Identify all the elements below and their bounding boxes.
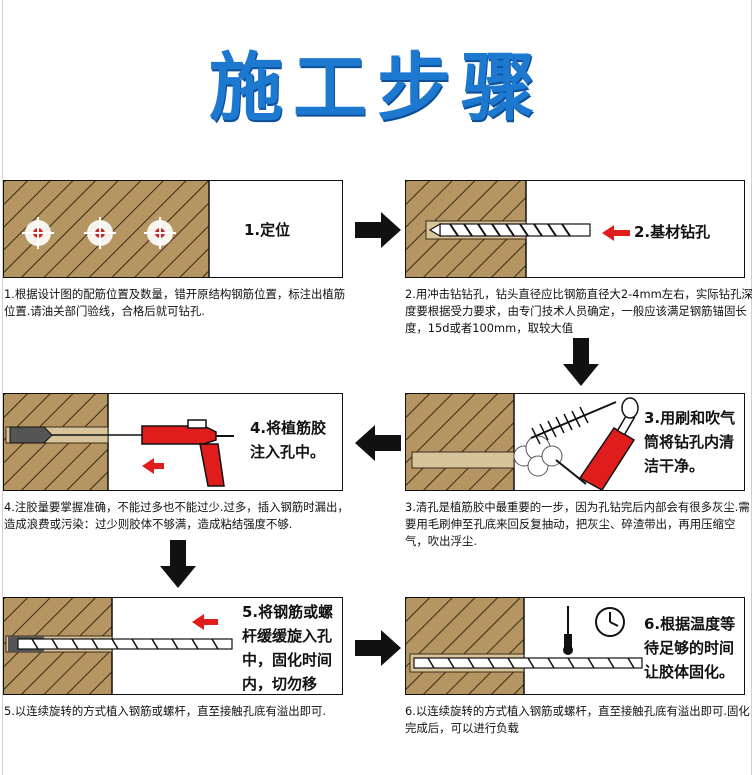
dust-cloud-icon: [513, 435, 563, 477]
step-6-label: 6.根据温度等待足够的时间让胶体固化。: [644, 615, 736, 681]
step-5-panel: 5.将钢筋或螺杆缓缓旋入孔中，固化时间内，切勿移动。: [3, 597, 343, 695]
arrow-down-icon: [160, 540, 196, 588]
step-1-panel: 1.定位: [3, 180, 343, 278]
step-2-panel: 2.基材钻孔: [405, 180, 745, 278]
step-3-illustration: [406, 394, 639, 490]
step-2-label: 2.基材钻孔: [634, 223, 711, 241]
marker-icon: [84, 217, 116, 249]
step-2-illustration: [406, 181, 630, 277]
direction-arrow-icon: [142, 458, 164, 474]
step-3-panel: 3.用刷和吹气筒将钻孔内清洁干净。: [405, 393, 745, 491]
step-6-panel: 6.根据温度等待足够的时间让胶体固化。: [405, 597, 745, 695]
glue-gun-icon: [141, 419, 234, 487]
step-2-description: 2.用冲击钻钻孔，钻头直径应比钢筋直径大2-4mm左右，实际钻孔深度要根据受力要…: [405, 287, 753, 335]
drill-bit-icon: [428, 222, 591, 238]
thermometer-icon: [563, 606, 573, 655]
arrow-right-icon: [355, 630, 401, 666]
air-pump-icon: [555, 397, 639, 490]
direction-arrow-icon: [192, 614, 218, 630]
concrete-block: [406, 598, 524, 694]
rebar-icon: [17, 638, 233, 650]
frame-left-line: [2, 0, 3, 775]
step-4-illustration: [4, 394, 234, 490]
page-title: 施工步骤: [209, 45, 545, 131]
marker-icon: [144, 217, 176, 249]
step-6-description: 6.以连续旋转的方式植入钢筋或螺杆，直至接触孔底有溢出即可.固化完成后，可以进行…: [405, 704, 750, 735]
step-1-label: 1.定位: [244, 221, 291, 239]
step-1-illustration: [4, 181, 210, 277]
step-4-label: 4.将植筋胶注入孔中。: [250, 419, 327, 461]
step-4-description: 4.注胶量要掌握准确，不能过多也不能过少.过多，插入钢筋时漏出，造成浪费或污染：…: [4, 500, 349, 531]
step-6-illustration: [406, 598, 643, 694]
step-1-description: 1.根据设计图的配筋位置及数量，错开原结构钢筋位置，标注出植筋位置.请油关部门验…: [4, 287, 346, 318]
step-4-panel: 4.将植筋胶注入孔中。: [3, 393, 343, 491]
frame-right-line: [751, 0, 752, 775]
arrow-right-icon: [355, 212, 401, 248]
step-5-description: 5.以连续旋转的方式植入钢筋或螺杆，直至接触孔底有溢出即可.: [4, 704, 327, 718]
marker-icon: [22, 217, 54, 249]
clock-icon: [595, 607, 625, 637]
rebar-icon: [413, 657, 643, 669]
step-5-illustration: [4, 598, 233, 694]
direction-arrow-icon: [602, 225, 630, 241]
brush-icon: [530, 401, 617, 445]
step-3-label: 3.用刷和吹气筒将钻孔内清洁干净。: [644, 409, 736, 475]
step-3-description: 3.清孔是植筋胶中最重要的一步，因为孔钻完后内部会有很多灰尘.需要用毛刷伸至孔底…: [405, 500, 750, 548]
arrow-down-icon: [563, 338, 599, 386]
step-5-label: 5.将钢筋或螺杆缓缓旋入孔中，固化时间内，切勿移动。: [242, 603, 334, 693]
concrete-block: [406, 394, 514, 490]
arrow-left-icon: [355, 425, 401, 461]
